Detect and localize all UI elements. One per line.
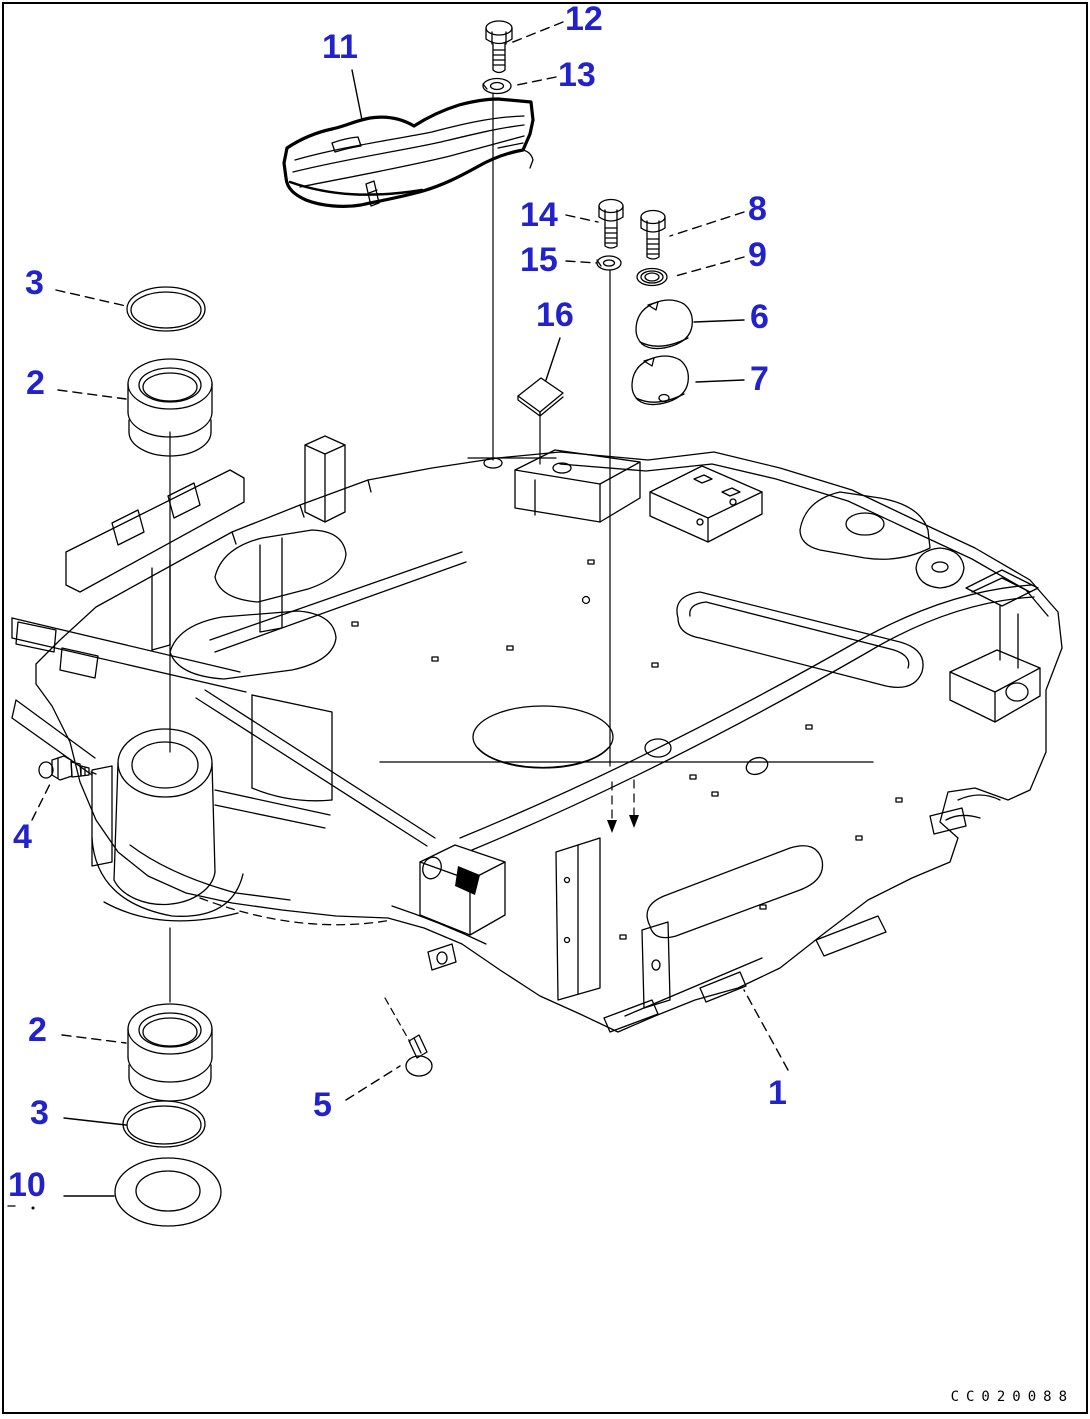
deck-cutout-b: [169, 610, 337, 680]
center-mount-plates: [419, 837, 671, 1009]
frame-outline: [35, 451, 1063, 1033]
callout-5: 5: [313, 1086, 332, 1124]
callout-1: 1: [768, 1074, 787, 1112]
swing-pivot-cylinder: [91, 694, 333, 922]
leader-15: [565, 260, 598, 264]
drawing-code: CC020088: [950, 1389, 1074, 1405]
part-12-bolt-drawing: [485, 20, 513, 74]
deck-slot-lower: [646, 845, 824, 939]
part-15-washer-drawing: [596, 255, 622, 271]
callout-3-bottom: 3: [30, 1094, 49, 1132]
part-3-ring-bottom-drawing: [122, 1100, 206, 1148]
assembly-center-lines: [169, 93, 639, 1043]
leader-lines: [31, 21, 789, 1197]
callout-2-top: 2: [26, 364, 45, 402]
callout-11: 11: [322, 28, 358, 66]
part-4-grease-fitting-drawing: [38, 755, 97, 781]
deck-inner-edge-right: [559, 463, 1049, 617]
part-10-washer-drawing: [7, 1157, 222, 1227]
part-6-cover-drawing: [635, 299, 693, 350]
part-13-washer-drawing: [482, 77, 512, 95]
deck-block-bracket: [649, 465, 763, 543]
callout-7: 7: [750, 360, 769, 398]
callout-16: 16: [536, 296, 574, 334]
leader-9: [671, 256, 745, 278]
part-9-washer-drawing: [636, 267, 668, 287]
deck-post: [304, 435, 346, 523]
part-2-bushing-bottom-drawing: [127, 1003, 213, 1102]
left-mount-arms: [11, 617, 247, 776]
leader-5: [345, 1065, 401, 1101]
leader-11: [351, 69, 363, 121]
leader-6: [693, 319, 745, 323]
cover-mount-bracket: [483, 449, 641, 523]
leader-16: [545, 337, 561, 381]
leader-13: [511, 76, 557, 87]
leader-8: [669, 211, 745, 237]
callout-6: 6: [750, 298, 769, 336]
leader-7: [695, 379, 745, 383]
part-3-ring-top-drawing: [126, 286, 206, 332]
callout-13: 13: [558, 56, 596, 94]
deck-cutout-a: [214, 529, 347, 603]
callout-12: 12: [565, 0, 603, 38]
right-side-features: [915, 547, 1041, 835]
callout-9: 9: [748, 236, 767, 274]
leader-2-top: [57, 389, 127, 400]
part-5-plug-drawing: [405, 1034, 433, 1077]
part-14-bolt-drawing: [598, 198, 624, 249]
rear-plate: [799, 491, 931, 560]
leader-12: [507, 21, 564, 45]
leader-3-top: [55, 289, 127, 307]
deck-small-marks: [199, 498, 903, 940]
leader-14: [565, 214, 599, 223]
main-frame-drawing: [11, 435, 1063, 1033]
callout-14: 14: [520, 196, 558, 234]
leader-3-bottom: [63, 1117, 127, 1126]
deck-slot-upper: [676, 591, 924, 689]
callout-15: 15: [520, 241, 558, 279]
callout-3-top: 3: [25, 264, 44, 302]
part-7-cover-drawing: [631, 355, 689, 406]
part-8-bolt-drawing: [640, 209, 666, 260]
leader-4: [31, 783, 51, 821]
part-11-cover-drawing: [282, 97, 535, 208]
leader-1: [743, 989, 789, 1071]
callout-10: 10: [8, 1166, 46, 1204]
deck-inner-edge-left: [129, 844, 291, 901]
callout-2-bottom: 2: [28, 1011, 47, 1049]
callout-8: 8: [748, 190, 767, 228]
callout-4: 4: [13, 818, 32, 856]
part-16-shim-drawing: [517, 377, 564, 417]
bottom-edge-tabs: [603, 915, 887, 1033]
part-2-bushing-top-drawing: [127, 358, 213, 457]
leader-2-bottom: [61, 1034, 127, 1044]
